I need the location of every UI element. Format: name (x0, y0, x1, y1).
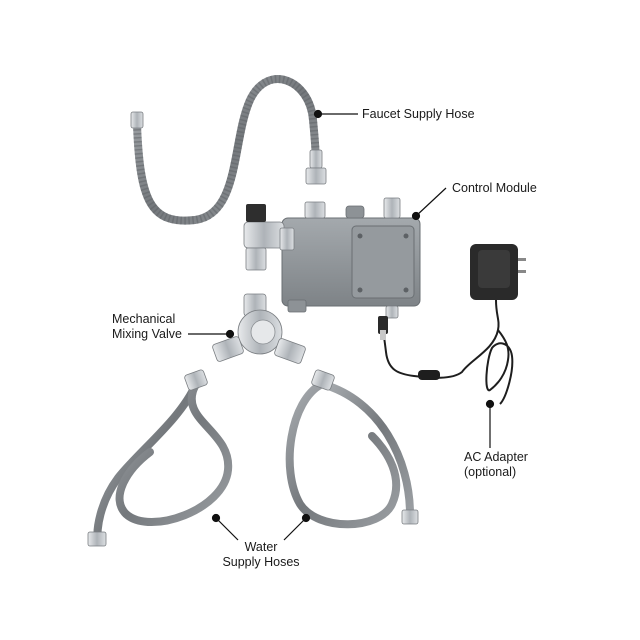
mixing-valve-label: Mechanical Mixing Valve (112, 312, 182, 341)
water-supply-hoses-label: Water Supply Hoses (222, 540, 300, 569)
ac-adapter-label: AC Adapter (optional) (464, 450, 528, 479)
faucet-supply-hose (130, 75, 327, 225)
leader-lines (188, 109, 495, 541)
faucet-supply-hose-label: Faucet Supply Hose (362, 107, 475, 121)
control-module-label: Control Module (452, 181, 537, 195)
mechanical-mixing-valve (212, 293, 306, 364)
water-supply-hoses (87, 369, 419, 547)
ac-adapter (378, 244, 526, 405)
control-module (243, 197, 421, 319)
